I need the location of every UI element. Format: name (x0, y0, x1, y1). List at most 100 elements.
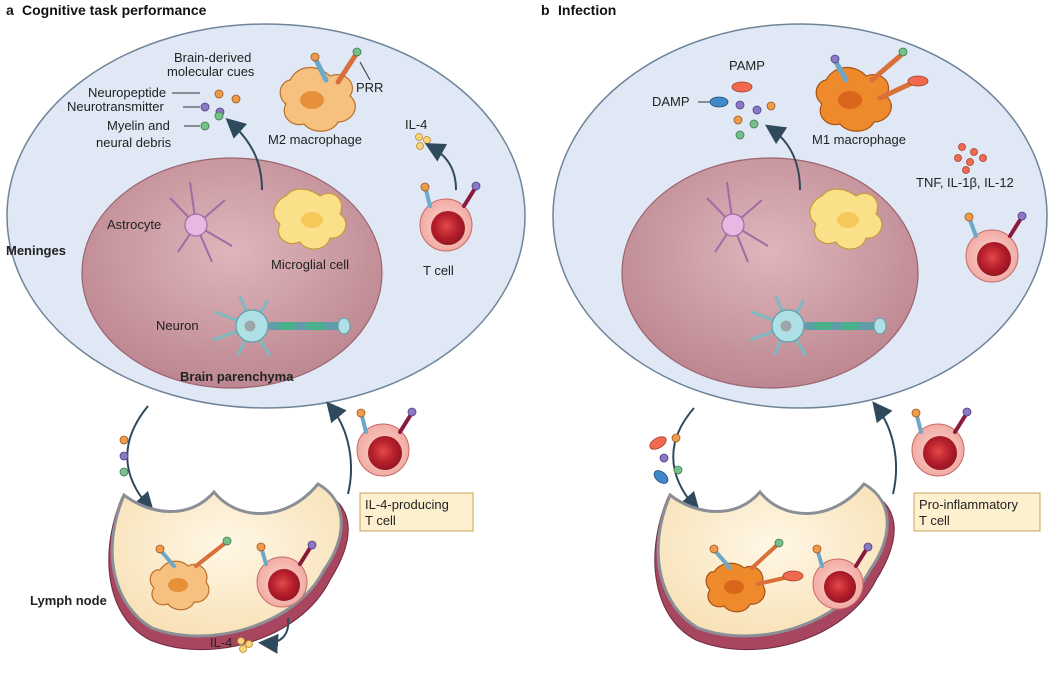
tcr-ligand-a (420, 182, 430, 192)
arrow-cues-up (225, 117, 263, 191)
label-m2-macrophage: M2 macrophage (268, 132, 362, 147)
label-damp: DAMP (652, 94, 690, 109)
il4-tcr (360, 414, 368, 434)
astrocyte-body-b (721, 213, 745, 237)
damp-shape (709, 96, 729, 108)
microglia-nucleus-a (301, 212, 323, 228)
il4-mhc-ligand (407, 407, 417, 417)
label-t-cell-a: T cell (423, 263, 454, 278)
m1-lymph-receptor-1 (714, 550, 732, 570)
drain-purple-b (659, 453, 669, 463)
panel-a-letter: a (6, 2, 14, 18)
neuron-b (749, 295, 887, 357)
tcr-ligand-b (964, 212, 974, 222)
box-proinflammatory (913, 492, 1041, 532)
cytokine-dot-5 (979, 154, 987, 162)
leader-prr (359, 61, 371, 81)
label-neuropeptide: Neuropeptide (88, 85, 166, 100)
drain-pamp-b (649, 436, 667, 450)
t-lymph-mhc-a (298, 546, 312, 566)
tcr-a (424, 188, 432, 208)
m2-nucleus-a (300, 91, 324, 109)
mhc-b (1008, 218, 1022, 238)
box-proinf-line1: Pro-inflammatory (919, 497, 1018, 512)
cytokine-dot-3 (954, 154, 962, 162)
parenchyma-ellipse-b (621, 157, 919, 389)
cytokine-dot-1 (958, 143, 966, 151)
label-myelin: Myelin and (107, 118, 170, 133)
cue-neuropeptide-a2 (231, 94, 241, 104)
m2-lymph-receptor-2 (194, 542, 226, 568)
m1-lymph-receptor-3 (756, 576, 786, 586)
cue-myelin-a2 (214, 111, 224, 121)
m1-ligand-2 (898, 47, 908, 57)
arrow-il4-lymph (258, 617, 290, 654)
m1-lymph-receptor-2 (750, 544, 778, 570)
m1-lymph-ligand-1 (709, 544, 719, 554)
t-lymph-tcr-ligand-a (256, 542, 266, 552)
m1-lymph-pamp (782, 570, 804, 582)
arrow-return-b (872, 401, 898, 495)
il4-mhc (398, 414, 412, 434)
mhc-ligand-a (471, 181, 481, 191)
prr-ligand-a1 (310, 52, 320, 62)
arrow-il4-up (424, 143, 457, 191)
box-il4-line2: T cell (365, 513, 396, 528)
il4-dot-3 (416, 142, 424, 150)
box-il4-producing (359, 492, 474, 532)
il4-lymph-dot-1 (237, 637, 245, 645)
il4-t-cell (368, 436, 402, 470)
panel-b: b Infection PAMP DAMP M1 macrophage (541, 2, 1048, 651)
neuron-a (212, 295, 351, 357)
cue-neuropeptide-a (214, 89, 224, 99)
m1-nucleus-b (838, 91, 862, 109)
cue-drain-orange-a (119, 435, 129, 445)
label-il4-bottom: IL-4 (210, 635, 232, 650)
cue-b-purple-1 (735, 100, 745, 110)
m1-lymph-ligand-2 (774, 538, 784, 548)
parenchyma-ellipse-a (81, 157, 383, 389)
panel-b-letter: b (541, 2, 550, 18)
m1-pamp-bound (907, 75, 929, 87)
label-molecular-cues: molecular cues (167, 64, 255, 79)
m2-lymph-receptor-1 (160, 550, 176, 568)
pamp-shape (731, 81, 753, 93)
m2-lymph-ligand-2 (222, 536, 232, 546)
proinf-mhc-ligand (962, 407, 972, 417)
il4-dot-2 (423, 136, 431, 144)
m1-receptor-2 (869, 53, 903, 83)
astrocyte-a (169, 181, 233, 263)
label-microglial-cell: Microglial cell (271, 257, 349, 272)
cue-b-orange-1 (766, 101, 776, 111)
panel-a: a Cognitive task performance Brain-deriv… (6, 2, 526, 654)
prr-receptor-a1 (313, 57, 329, 83)
astrocyte-b (706, 181, 769, 263)
t-lymph-mhc-b (854, 548, 868, 568)
cue-drain-green-a (119, 467, 129, 477)
t-cell-a (431, 211, 465, 245)
cue-myelin-a (200, 121, 210, 131)
label-brain-derived: Brain-derived (174, 50, 251, 65)
proinf-tcr (915, 414, 923, 434)
label-neurotransmitter: Neurotransmitter (67, 99, 164, 114)
label-neuron: Neuron (156, 318, 199, 333)
m1-ligand-1 (830, 54, 840, 64)
arrow-drain-b (672, 407, 701, 513)
m2-lymph-ligand-1 (155, 544, 165, 554)
cue-b-orange-2 (733, 115, 743, 125)
prr-receptor-a2 (335, 53, 358, 85)
arrow-drain-a (126, 405, 155, 513)
t-cell-b (977, 242, 1011, 276)
arrow-return-a (326, 401, 352, 495)
t-cell-lymph-a (268, 569, 300, 601)
cytokine-dot-6 (962, 166, 970, 174)
m2-lymph-nucleus (168, 578, 188, 592)
t-lymph-tcr-b (816, 550, 824, 568)
drain-orange-b (671, 433, 681, 443)
microglia-nucleus-b (837, 212, 859, 228)
m1-receptor-1 (833, 59, 849, 83)
cue-neurotransmitter-a (200, 102, 210, 112)
t-lymph-mhc-ligand-a (307, 540, 317, 550)
